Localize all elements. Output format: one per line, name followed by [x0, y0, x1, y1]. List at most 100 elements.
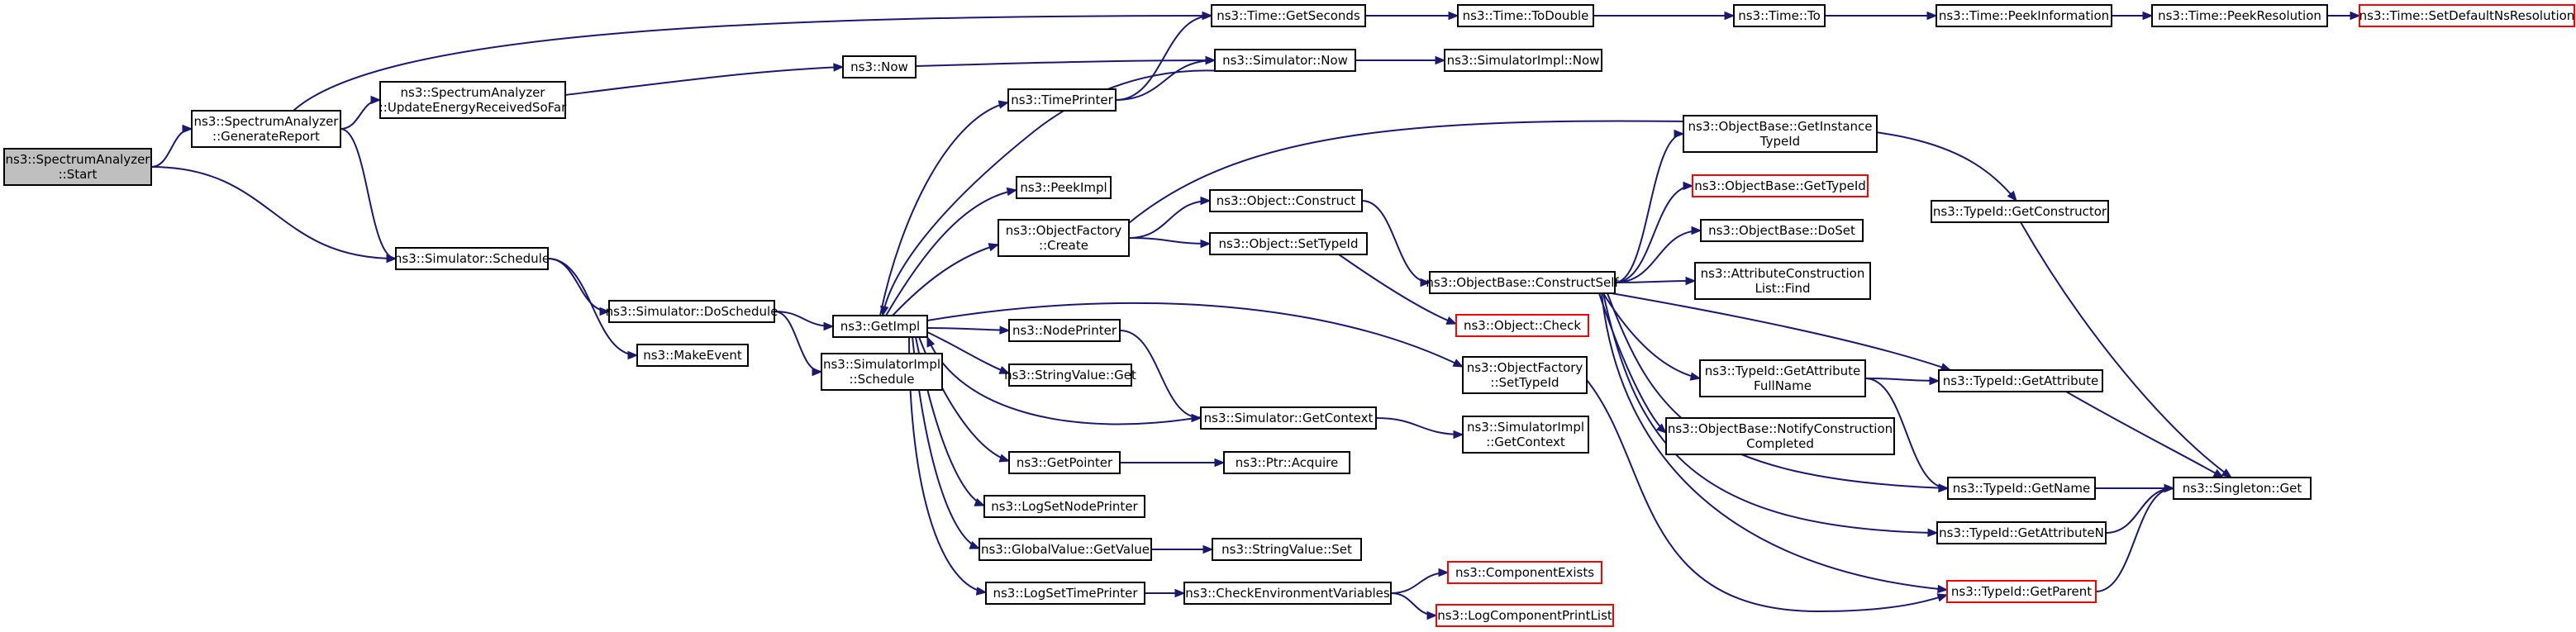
node-box	[1211, 4, 1366, 27]
node-label: ns3::Time::GetSeconds	[1217, 8, 1360, 23]
node-obj-check[interactable]: ns3::Object::Check	[1455, 314, 1589, 337]
node-box	[1008, 451, 1121, 474]
arrowhead	[926, 335, 936, 348]
node-typeid-getattributen[interactable]: ns3::TypeId::GetAttributeN	[1936, 521, 2107, 544]
node-objbase-constructself[interactable]: ns3::ObjectBase::ConstructSelf	[1426, 271, 1619, 294]
node-label: ns3::TypeId::GetAttributeN	[1939, 525, 2104, 540]
node-label: ns3::Time::To	[1738, 8, 1821, 23]
node-logsettimeprinter[interactable]: ns3::LogSetTimePrinter	[985, 582, 1145, 605]
edge-sim-getcontext-to-simimpl-getcontext	[1375, 417, 1464, 440]
arrowhead	[1929, 376, 1940, 386]
edge-line	[1614, 185, 1693, 283]
node-now[interactable]: ns3::Now	[842, 55, 917, 78]
arrowhead	[974, 497, 986, 506]
node-box	[1429, 271, 1616, 294]
node-getpointer[interactable]: ns3::GetPointer	[1008, 451, 1121, 474]
node-peekimpl[interactable]: ns3::PeekImpl	[1016, 176, 1112, 199]
node-box	[983, 495, 1145, 518]
node-label: ns3::GlobalValue::GetValue	[981, 542, 1150, 557]
arrowhead	[812, 367, 823, 377]
node-nodeprinter[interactable]: ns3::NodePrinter	[1008, 319, 1121, 342]
node-update-energy[interactable]: ns3::SpectrumAnalyzer::UpdateEnergyRecei…	[379, 81, 567, 119]
edge-objbase-constructself-to-objbase-getinstancetypeid	[1614, 129, 1685, 283]
node-time-getseconds[interactable]: ns3::Time::GetSeconds	[1211, 4, 1366, 27]
node-typeid-getname[interactable]: ns3::TypeId::GetName	[1947, 477, 2096, 500]
node-getimpl[interactable]: ns3::GetImpl	[832, 315, 928, 338]
edge-update-energy-to-now	[564, 63, 845, 96]
node-typeid-getconstructor[interactable]: ns3::TypeId::GetConstructor	[1931, 200, 2109, 223]
arrowhead	[1655, 423, 1667, 434]
node-box	[1016, 176, 1112, 199]
node-time-to[interactable]: ns3::Time::To	[1733, 4, 1826, 27]
arrowhead	[386, 254, 398, 264]
node-simimpl-now[interactable]: ns3::SimulatorImpl::Now	[1444, 49, 1602, 72]
arrowhead	[998, 454, 1011, 463]
node-logsetnodeprinter[interactable]: ns3::LogSetNodePrinter	[983, 495, 1145, 518]
edge-logsettimeprinter-to-checkenv	[1145, 588, 1186, 598]
node-label: ns3::GetPointer	[1017, 455, 1113, 470]
node-checkenv[interactable]: ns3::CheckEnvironmentVariables	[1183, 582, 1392, 605]
edge-sim-now-to-getimpl	[880, 69, 1224, 317]
node-obj-settypeid[interactable]: ns3::Object::SetTypeId	[1209, 232, 1368, 255]
node-label: ns3::Simulator::DoSchedule	[606, 304, 779, 319]
node-ptr-acquire[interactable]: ns3::Ptr::Acquire	[1223, 451, 1350, 474]
node-of-create[interactable]: ns3::ObjectFactory::Create	[998, 219, 1130, 257]
arrowhead	[1214, 458, 1226, 468]
node-logcomponentprintlist[interactable]: ns3::LogComponentPrintList	[1436, 604, 1614, 627]
edge-line	[1611, 292, 1951, 371]
node-stringvalue-get[interactable]: ns3::StringValue::Get	[1004, 364, 1136, 387]
edge-generate-report-to-sim-schedule	[340, 128, 398, 264]
node-typeid-getattribute[interactable]: ns3::TypeId::GetAttribute	[1938, 369, 2103, 392]
node-label: ns3::StringValue::Get	[1004, 368, 1136, 383]
node-simimpl-getcontext[interactable]: ns3::SimulatorImpl::GetContext	[1462, 416, 1589, 454]
arrowhead	[1937, 584, 1949, 594]
edge-typeid-getattribute-to-singleton-get	[2065, 391, 2225, 478]
edge-checkenv-to-componentexists	[1390, 568, 1450, 594]
node-time-peekinfo[interactable]: ns3::Time::PeekInformation	[1936, 4, 2112, 27]
node-label: ns3::ObjectFactory	[1006, 223, 1122, 238]
arrowhead	[1205, 55, 1217, 65]
node-typeid-getparent[interactable]: ns3::TypeId::GetParent	[1946, 580, 2097, 603]
node-label: ::Start	[59, 167, 98, 182]
arrowhead	[1445, 316, 1458, 325]
node-simimpl-schedule[interactable]: ns3::SimulatorImpl::Schedule	[821, 353, 943, 391]
node-sim-getcontext[interactable]: ns3::Simulator::GetContext	[1200, 406, 1377, 430]
node-box	[1938, 369, 2103, 392]
node-stringvalue-set[interactable]: ns3::StringValue::Set	[1212, 538, 1362, 561]
node-sim-now[interactable]: ns3::Simulator::Now	[1214, 49, 1356, 72]
edge-line	[926, 327, 1010, 331]
node-spectrum-start[interactable]: ns3::SpectrumAnalyzer::Start	[3, 148, 152, 186]
node-globalvalue-getvalue[interactable]: ns3::GlobalValue::GetValue	[978, 538, 1152, 561]
node-sim-doschedule[interactable]: ns3::Simulator::DoSchedule	[606, 300, 779, 323]
node-sim-schedule[interactable]: ns3::Simulator::Schedule	[394, 247, 550, 270]
node-time-setdefault[interactable]: ns3::Time::SetDefaultNsResolution	[2359, 4, 2575, 27]
node-componentexists[interactable]: ns3::ComponentExists	[1447, 561, 1602, 584]
node-timeprinter[interactable]: ns3::TimePrinter	[1007, 88, 1117, 112]
edge-typeid-getattributefullname-to-typeid-getattribute	[1864, 376, 1940, 386]
node-obj-construct[interactable]: ns3::Object::Construct	[1209, 189, 1363, 212]
node-generate-report[interactable]: ns3::SpectrumAnalyzer::GenerateReport	[191, 110, 341, 148]
arrowhead	[1426, 611, 1438, 620]
node-box	[978, 538, 1152, 561]
node-singleton-get[interactable]: ns3::Singleton::Get	[2173, 477, 2312, 500]
node-objbase-doset[interactable]: ns3::ObjectBase::DoSet	[1700, 219, 1864, 242]
edge-of-create-to-typeid-getconstructor	[1128, 120, 2017, 224]
edge-line	[1128, 237, 1211, 245]
arrowhead	[1936, 593, 1949, 602]
node-makeevent[interactable]: ns3::MakeEvent	[636, 344, 749, 367]
node-objbase-gettypeid[interactable]: ns3::ObjectBase::GetTypeId	[1692, 174, 1869, 197]
node-box	[1436, 604, 1614, 627]
node-label: ns3::Singleton::Get	[2183, 481, 2302, 496]
node-of-settypeid[interactable]: ns3::ObjectFactory::SetTypeId	[1462, 356, 1588, 394]
node-time-peekres[interactable]: ns3::Time::PeekResolution	[2151, 4, 2328, 27]
node-label: ns3::Time::PeekInformation	[1939, 8, 2109, 23]
node-time-todouble[interactable]: ns3::Time::ToDouble	[1457, 4, 1594, 27]
node-objbase-notifyconstructioncompleted[interactable]: ns3::ObjectBase::NotifyConstructionCompl…	[1665, 417, 1895, 455]
node-box	[636, 344, 749, 367]
edge-line	[293, 15, 1212, 112]
node-box	[2151, 4, 2328, 27]
